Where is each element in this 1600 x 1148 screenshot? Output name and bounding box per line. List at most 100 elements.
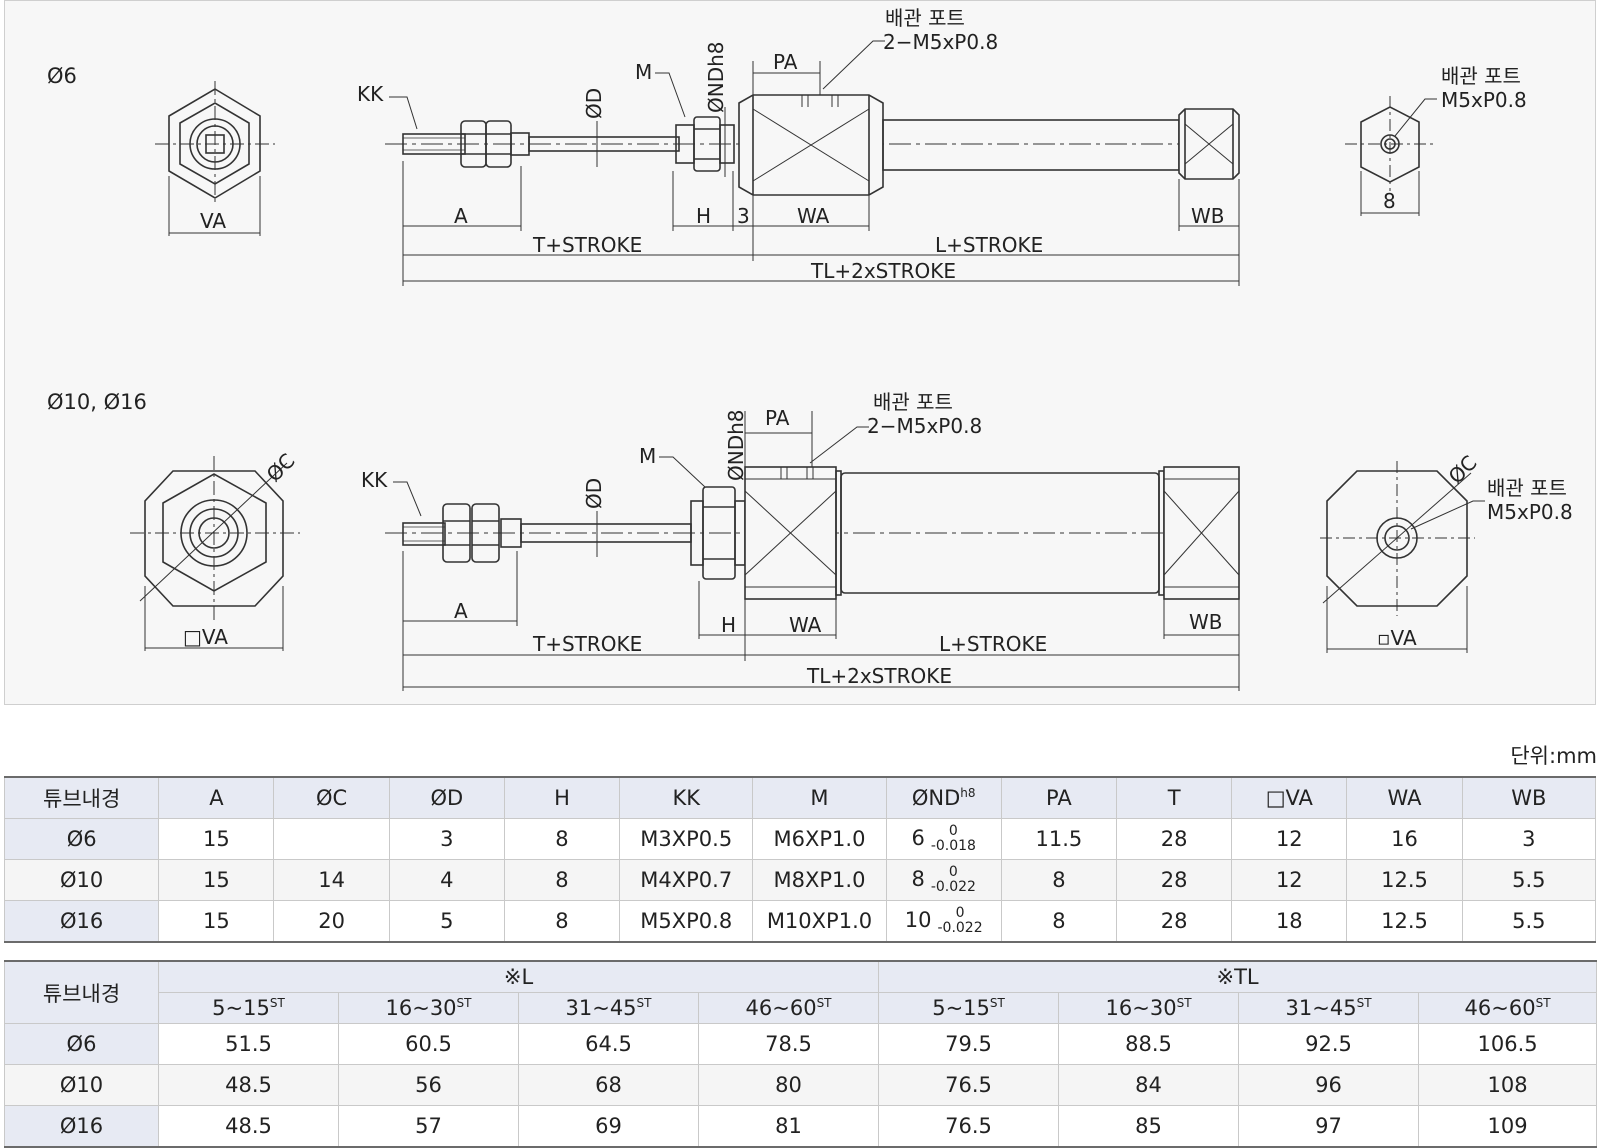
a-cell: 15 [158,900,275,943]
stroke-range-sup: ST [1535,996,1551,1010]
stroke-range-sup: ST [636,996,652,1010]
stroke-range-text: 5~15 [212,996,270,1020]
stroke-range-text: 5~15 [932,996,990,1020]
length-cell: 106.5 [1418,1023,1598,1065]
length-cell: 68 [518,1064,699,1106]
bottom-t-stroke: T+STROKE [532,632,642,656]
stroke-range-header: 46~60ST [1418,992,1598,1024]
stroke-length-table: 튜브내경 ※L ※TL 5~15ST 16~30ST 31~45ST 46~60… [4,960,1598,1148]
nd-tolerance: 0-0.018 [931,824,976,854]
length-cell: 108 [1418,1064,1598,1106]
header-wa: WA [1346,776,1463,819]
bore-cell: Ø6 [3,818,160,860]
nd-tol-upper: 0 [955,905,965,921]
header-a: A [158,776,275,819]
nd-tol-upper: 0 [948,864,958,880]
top-left-end-view: VA [155,81,275,236]
bottom-wa-dim: WA [789,613,822,637]
bottom-va-dim: □VA [183,625,228,649]
length-cell: 109 [1418,1105,1598,1148]
stroke-range-header: 31~45ST [1238,992,1420,1024]
length-cell: 84 [1058,1064,1240,1106]
length-cell: 92.5 [1238,1023,1420,1065]
top-bore-label: Ø6 [47,64,77,88]
wa-cell: 16 [1346,818,1463,860]
bore-cell: Ø10 [3,859,160,901]
top-three-dim: 3 [737,204,750,228]
top-right-dim: 8 [1383,189,1396,213]
length-cell: 51.5 [158,1023,339,1065]
table-row: Ø10 48.5 56 68 80 76.5 84 96 108 [4,1064,1598,1106]
pa-cell: 8 [1000,859,1118,901]
length-cell: 56 [338,1064,519,1106]
bore-cell: Ø16 [4,1105,159,1148]
cylinder-drawing: Ø6 VA [47,6,1573,691]
length-cell: 97 [1238,1105,1420,1148]
dimension-table-header: 튜브내경 A ØC ØD H KK M ØNDh8 PA T □VA WA WB [3,776,1597,819]
c-cell: 20 [273,900,390,943]
length-cell: 81 [697,1105,880,1148]
drawing-panel: Ø6 VA [4,0,1596,705]
length-cell: 96 [1238,1064,1420,1106]
table-row: Ø16 48.5 57 69 81 76.5 85 97 109 [4,1105,1598,1148]
stroke-range-sup: ST [269,996,285,1010]
top-right-end-view: 8 배관 포트 M5xP0.8 [1345,64,1527,216]
length-cell: 48.5 [158,1064,339,1106]
stroke-header-tl: ※TL [878,960,1598,993]
stroke-range-sup: ST [1176,996,1192,1010]
bore-cell: Ø16 [3,900,160,943]
top-t-stroke: T+STROKE [532,233,642,257]
bottom-pa-label: PA [765,406,790,430]
pa-cell: 11.5 [1000,818,1118,860]
va-cell: 12 [1231,818,1348,860]
h-cell: 8 [503,900,621,943]
header-bore: 튜브내경 [3,776,160,819]
table-row: Ø6 51.5 60.5 64.5 78.5 79.5 88.5 92.5 10… [4,1023,1598,1065]
bottom-port-spec: 2−M5xP0.8 [867,414,982,438]
top-tl-stroke: TL+2xSTROKE [810,259,956,283]
nd-tol-upper: 0 [948,823,958,839]
bottom-right-va-dim: ▫VA [1377,626,1417,650]
stroke-range-header: 5~15ST [158,992,339,1024]
bottom-bore-label: Ø10, Ø16 [47,390,147,414]
nd-tolerance: 0-0.022 [931,865,976,895]
header-kk: KK [619,776,754,819]
length-cell: 78.5 [697,1023,880,1065]
top-port-title: 배관 포트 [885,6,965,30]
m-cell: M10XP1.0 [752,900,887,943]
bottom-right-port-spec: M5xP0.8 [1487,500,1573,524]
stroke-range-text: 46~60 [1464,996,1536,1020]
stroke-range-sup: ST [989,996,1005,1010]
bottom-l-stroke: L+STROKE [939,632,1047,656]
top-a-dim: A [454,204,468,228]
bottom-port-title: 배관 포트 [873,390,953,414]
length-cell: 85 [1058,1105,1240,1148]
bottom-wb-dim: WB [1189,610,1223,634]
length-cell: 69 [518,1105,699,1148]
va-cell: 18 [1231,900,1348,943]
stroke-range-header: 31~45ST [518,992,699,1024]
top-right-port-spec: M5xP0.8 [1441,88,1527,112]
kk-cell: M4XP0.7 [619,859,754,901]
top-nd-label: ØNDh8 [704,41,728,113]
length-cell: 48.5 [158,1105,339,1148]
stroke-range-header: 16~30ST [1058,992,1240,1024]
nd-value: 10 [904,908,932,932]
bottom-left-end-view: ØC □VA [130,449,300,651]
bottom-kk-label: KK [361,468,388,492]
bottom-right-end-view: ØC 배관 포트 M5xP0.8 ▫VA [1320,451,1573,653]
stroke-range-text: 31~45 [565,996,637,1020]
t-cell: 28 [1115,900,1233,943]
dimension-table: 튜브내경 A ØC ØD H KK M ØNDh8 PA T □VA WA WB… [3,776,1597,943]
bottom-m-label: M [639,444,656,468]
bottom-h-dim: H [721,613,736,637]
stroke-table-group-header: 튜브내경 ※L ※TL [4,960,1598,1024]
top-right-port-title: 배관 포트 [1441,64,1521,88]
top-wa-dim: WA [797,204,830,228]
stroke-range-header: 16~30ST [338,992,519,1024]
nd-value: 6 [911,826,925,850]
